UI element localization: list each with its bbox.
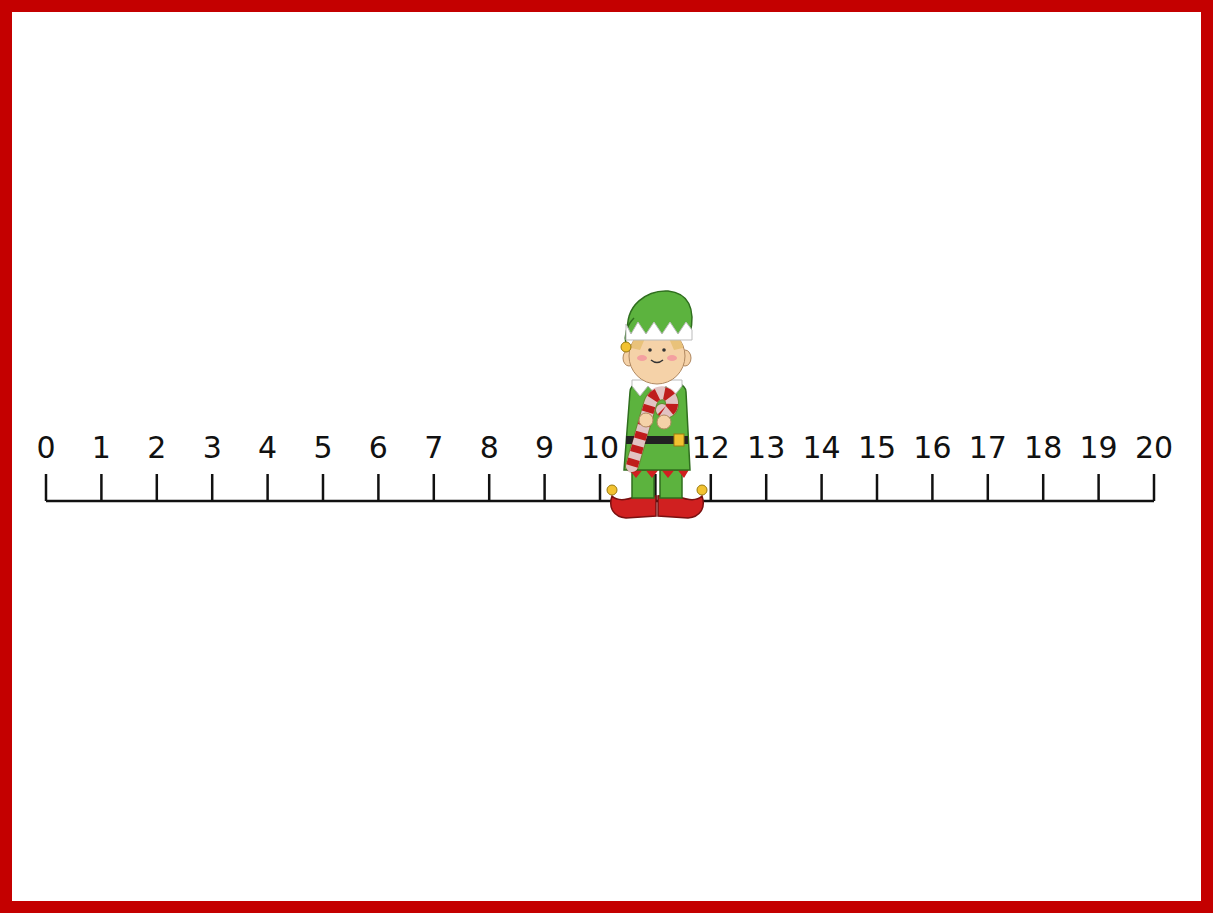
tick-mark [599,474,602,501]
tick-mark [322,474,325,501]
tick-label: 7 [424,431,443,465]
tick-label: 10 [581,431,619,465]
tick-mark [156,474,159,501]
tick-mark [876,474,879,501]
tick-label: 9 [535,431,554,465]
tick-mark [45,474,48,501]
tick-label: 12 [692,431,730,465]
tick-label: 13 [747,431,785,465]
tick-label: 6 [369,431,388,465]
tick-mark [266,474,269,501]
tick-mark [433,474,436,501]
tick-mark [820,474,823,501]
tick-label: 15 [858,431,896,465]
tick-label: 20 [1135,431,1173,465]
tick-label: 18 [1024,431,1062,465]
tick-label: 1 [92,431,111,465]
tick-mark [765,474,768,501]
tick-mark [100,474,103,501]
tick-mark [543,474,546,501]
tick-label: 14 [803,431,841,465]
tick-mark [1153,474,1156,501]
tick-mark [931,474,934,501]
tick-label: 4 [258,431,277,465]
tick-mark [377,474,380,501]
tick-label: 0 [36,431,55,465]
number-line [46,474,1154,501]
tick-label: 16 [913,431,951,465]
tick-label: 2 [147,431,166,465]
tick-mark [1097,474,1100,501]
tick-label: 3 [203,431,222,465]
tick-mark [488,474,491,501]
elf-illustration [607,291,707,518]
tick-label: 5 [313,431,332,465]
tick-mark [211,474,214,501]
tick-mark [1042,474,1045,501]
tick-label: 19 [1080,431,1118,465]
tick-mark [710,474,713,501]
tick-label: 17 [969,431,1007,465]
tick-mark [987,474,990,501]
tick-label: 8 [480,431,499,465]
